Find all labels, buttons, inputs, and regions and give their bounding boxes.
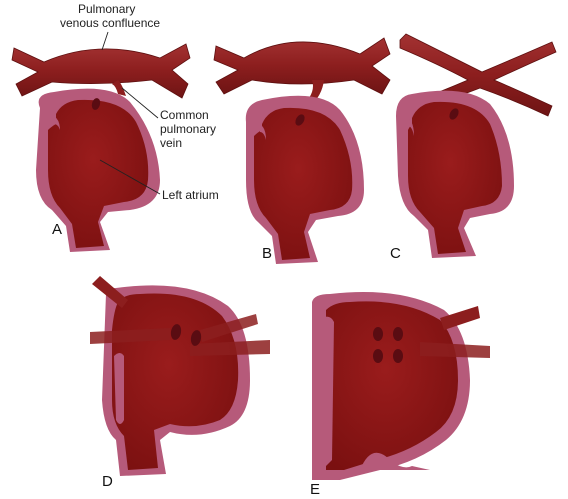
pulmonary-vein-d3 — [200, 314, 258, 342]
septal-fold-a — [54, 116, 60, 130]
leader-confluence — [101, 31, 109, 51]
vein-orifice-b — [295, 114, 305, 126]
pulmonary-vein-d4 — [190, 340, 270, 356]
leader-left-atrium — [99, 159, 161, 195]
panel-label-d: D — [102, 473, 113, 490]
vein-orifice-c — [449, 108, 459, 120]
label-common-pulmonary-vein-2: pulmonary — [160, 122, 217, 136]
left-atrium-cavity-c — [408, 101, 502, 254]
vein-orifice-e3 — [373, 349, 383, 363]
vein-orifice-d1 — [170, 324, 182, 340]
panel-label-a: A — [52, 221, 63, 238]
panel-label-b: B — [262, 245, 273, 262]
vein-orifice-a — [91, 98, 101, 110]
panel-c — [396, 33, 557, 259]
pulmonary-venous-confluence — [11, 43, 191, 99]
panel-d — [90, 276, 270, 476]
panel-a — [11, 43, 191, 253]
vein-orifice-d2 — [190, 330, 202, 346]
label-pulmonary-venous-confluence-1: Pulmonary — [78, 2, 136, 16]
panel-label-e: E — [310, 481, 321, 498]
panel-label-c: C — [390, 245, 401, 262]
label-pulmonary-venous-confluence-2: venous confluence — [60, 16, 161, 30]
pulmonary-vein-e1 — [440, 306, 480, 330]
vein-orifice-e1 — [373, 327, 383, 341]
common-pulmonary-vein-a — [112, 80, 126, 96]
leader-lines — [99, 31, 161, 195]
label-common-pulmonary-vein-3: vein — [160, 136, 183, 150]
label-common-pulmonary-vein-1: Common — [160, 108, 209, 122]
valve-structure-e — [360, 452, 430, 470]
left-atrium-cavity-d — [112, 293, 239, 470]
left-atrium-cavity-b — [254, 107, 353, 260]
pulmonary-vein-d1 — [92, 276, 128, 308]
left-atrium-cavity-a — [48, 99, 149, 248]
septal-ridge-d — [114, 353, 124, 424]
panel-e — [312, 292, 490, 480]
vein-orifice-e2 — [393, 327, 403, 341]
pulmonary-vein-d2 — [90, 328, 170, 344]
septal-ridge-e — [322, 316, 334, 470]
septal-fold-c — [408, 118, 414, 136]
vein-orifice-e4 — [393, 349, 403, 363]
septal-fold-b — [260, 124, 266, 140]
leader-common-pv — [121, 87, 159, 119]
label-left-atrium: Left atrium — [162, 188, 219, 202]
panel-b — [213, 37, 391, 264]
pulmonary-vein-e2 — [420, 342, 490, 358]
confluence-b — [213, 37, 391, 95]
